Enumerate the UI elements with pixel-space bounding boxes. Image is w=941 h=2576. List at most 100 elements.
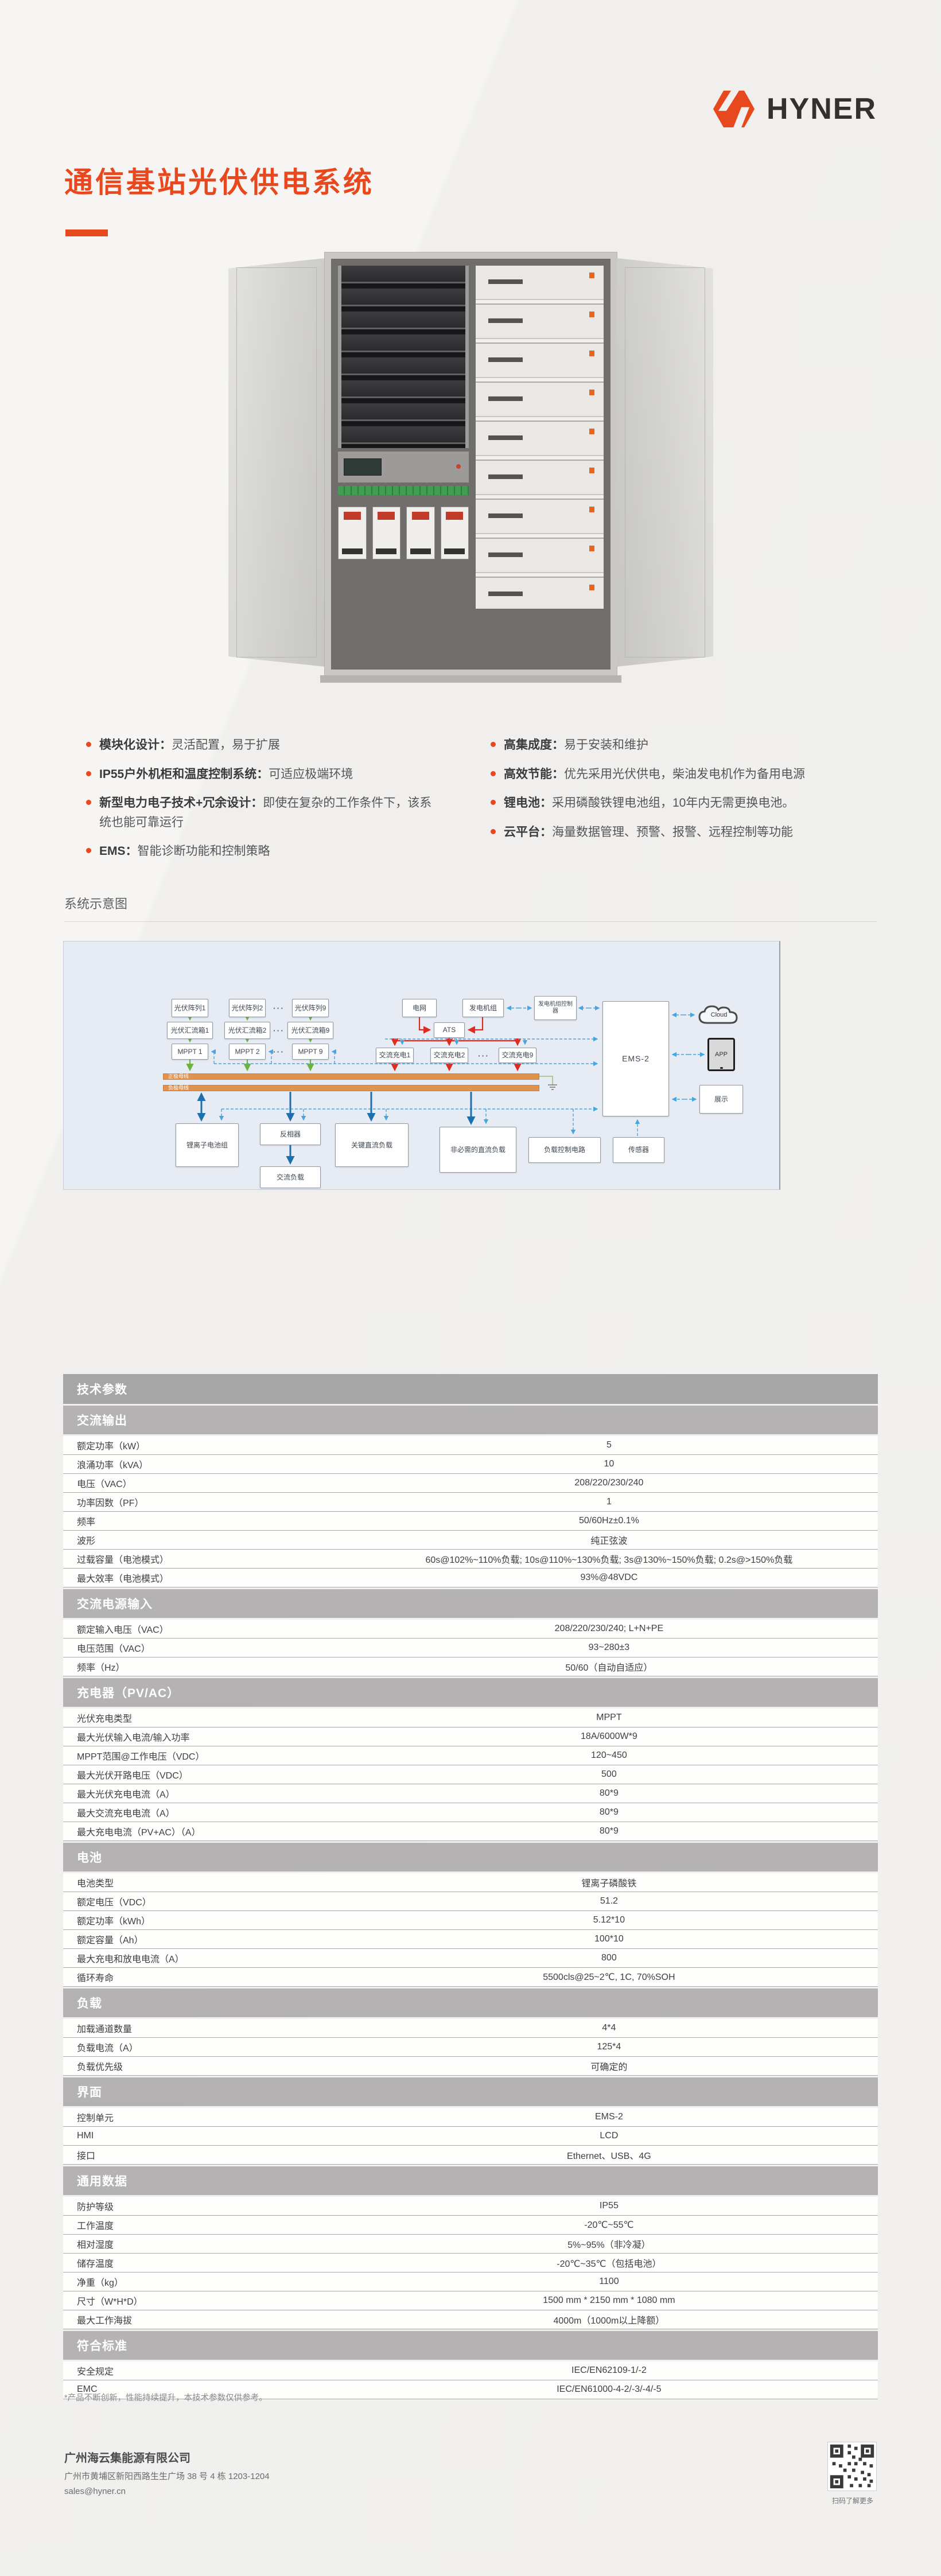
node-genset: 发电机组 <box>462 999 504 1017</box>
spec-value: 5 <box>606 1440 612 1450</box>
feature-text: IP55户外机柜和温度控制系统：可适应极端环境 <box>99 767 353 781</box>
spec-row: 储存温度-20℃~35℃（包括电池） <box>63 2254 878 2273</box>
spec-value: 1500 mm * 2150 mm * 1080 mm <box>543 2295 675 2305</box>
qr-code <box>827 2442 877 2491</box>
spec-row: 工作温度-20℃~55℃ <box>63 2216 878 2235</box>
spec-row: 额定容量（Ah）100*10 <box>63 1930 878 1949</box>
spec-label: 相对湿度 <box>77 2240 114 2250</box>
spec-value: 125*4 <box>597 2042 621 2052</box>
table-section-header: 交流输出 <box>63 1406 878 1434</box>
footer-address: 广州市黄埔区新阳西路生生广场 38 号 4 栋 1203-1204 <box>64 2472 270 2481</box>
terminal-strip <box>338 486 469 495</box>
spec-value: 1100 <box>599 2277 619 2286</box>
spec-row: 电压范围（VAC）93~280±3 <box>63 1639 878 1657</box>
node-mppt-9: MPPT 9 <box>292 1044 329 1060</box>
spec-value: 50/60（自动自适应） <box>565 1663 653 1673</box>
spec-value: 可确定的 <box>590 2063 628 2072</box>
cloud-icon: Cloud <box>697 1002 741 1029</box>
spec-value: 5%~95%（非冷凝） <box>567 2240 651 2250</box>
spec-value: LCD <box>600 2131 619 2141</box>
node-ac-charge-2: 交流充电2 <box>430 1048 468 1063</box>
table-section-header: 界面 <box>63 2077 878 2106</box>
node-pv-array-1: 光伏阵列1 <box>172 999 208 1017</box>
bullet-icon <box>491 800 496 806</box>
feature-text: 锂电池：采用磷酸铁锂电池组，10年内无需更换电池。 <box>504 796 795 810</box>
spec-label: EMC <box>77 2384 98 2394</box>
node-noncritical-dc-load: 非必需的直流负载 <box>440 1127 516 1173</box>
footer-company-name: 广州海云集能源有限公司 <box>64 2452 190 2465</box>
spec-row: 电池类型锂离子磷酸铁 <box>63 1873 878 1892</box>
node-ac-charge-1: 交流充电1 <box>376 1048 414 1063</box>
spec-value: EMS-2 <box>594 2112 623 2122</box>
controller-screen <box>344 458 382 476</box>
breaker-modules <box>338 507 469 559</box>
ellipsis: ··· <box>478 1050 489 1060</box>
spec-label: 净重（kg） <box>77 2278 123 2288</box>
bullet-icon <box>86 771 91 776</box>
feature-item: 新型电力电子技术+冗余设计：即使在复杂的工作条件下，该系统也能可靠运行 <box>86 793 442 832</box>
ellipsis: ··· <box>273 1025 285 1035</box>
spec-label: 额定容量（Ah） <box>77 1936 143 1945</box>
table-section-header: 交流电源输入 <box>63 1589 878 1618</box>
spec-row: 最大光伏开路电压（VDC）500 <box>63 1765 878 1784</box>
spec-label: 电池类型 <box>77 1879 114 1889</box>
spec-label: 储存温度 <box>77 2259 114 2269</box>
spec-label: MPPT范围@工作电压（VDC） <box>77 1752 205 1762</box>
spec-value: 10 <box>604 1459 615 1469</box>
spec-value: 93%@48VDC <box>580 1573 638 1582</box>
ellipsis: ··· <box>273 1046 285 1056</box>
controller-module <box>338 452 469 482</box>
spec-value: 50/60Hz±0.1% <box>578 1516 639 1526</box>
brand-logo: HYNER <box>710 84 877 134</box>
table-title: 技术参数 <box>63 1374 878 1404</box>
spec-row: 相对湿度 5%~95%（非冷凝） <box>63 2235 878 2254</box>
spec-label: 负载优先级 <box>77 2063 123 2072</box>
spec-value: 4*4 <box>602 2023 616 2033</box>
feature-item: 高效节能：优先采用光伏供电，柴油发电机作为备用电源 <box>491 765 892 784</box>
spec-row: 浪涌功率（kVA） 10 <box>63 1455 878 1474</box>
node-pv-array-2: 光伏阵列2 <box>229 999 266 1017</box>
feature-text: 新型电力电子技术+冗余设计：即使在复杂的工作条件下，该系统也能可靠运行 <box>99 796 432 829</box>
node-mppt-1: MPPT 1 <box>172 1044 208 1060</box>
battery-module-stack <box>476 266 604 609</box>
spec-row: 控制单元 EMS-2 <box>63 2108 878 2127</box>
spec-label: 最大充电电流（PV+AC）（A） <box>77 1828 201 1838</box>
spec-row: 最大交流充电电流（A）80*9 <box>63 1803 878 1822</box>
node-display: 展示 <box>699 1085 743 1114</box>
spec-value: 1 <box>606 1497 612 1507</box>
spec-label: 额定电压（VDC） <box>77 1898 151 1908</box>
spec-row: 最大充电和放电电流（A）800 <box>63 1949 878 1968</box>
spec-label: 浪涌功率（kVA） <box>77 1461 149 1470</box>
spec-row: 额定输入电压（VAC）208/220/230/240; L+N+PE <box>63 1620 878 1639</box>
node-ats: ATS <box>434 1022 465 1038</box>
app-label: APP <box>714 1051 728 1058</box>
spec-value: 800 <box>601 1953 617 1963</box>
node-combiner-9: 光伏汇流箱9 <box>287 1022 333 1039</box>
spec-label: 加载通道数量 <box>77 2025 133 2034</box>
spec-label: 控制单元 <box>77 2114 114 2123</box>
table-section-header: 符合标准 <box>63 2331 878 2360</box>
spec-value: 80*9 <box>599 1826 619 1836</box>
section-title-schematic: 系统示意图 <box>64 897 128 911</box>
page-title: 通信基站光伏供电系统 <box>64 166 374 199</box>
node-ac-load: 交流负载 <box>260 1166 321 1188</box>
divider <box>64 921 877 922</box>
spec-label: 光伏充电类型 <box>77 1714 133 1724</box>
spec-row: 波形纯正弦波 <box>63 1531 878 1550</box>
spec-label: 电压（VAC） <box>77 1480 132 1489</box>
node-grid: 电网 <box>402 999 437 1017</box>
spec-value: 208/220/230/240 <box>574 1478 644 1488</box>
table-footnote: *产品不断创新，性能持续提升，本技术参数仅供参考。 <box>64 2394 267 2403</box>
ellipsis: ··· <box>273 1003 285 1013</box>
spec-row: 最大光伏充电电流（A）80*9 <box>63 1784 878 1803</box>
bullet-icon <box>86 800 91 806</box>
spec-value: IEC/EN62109-1/-2 <box>571 2365 647 2375</box>
spec-row: 负载电流（A）125*4 <box>63 2038 878 2057</box>
spec-label: 最大交流充电电流（A） <box>77 1809 175 1819</box>
